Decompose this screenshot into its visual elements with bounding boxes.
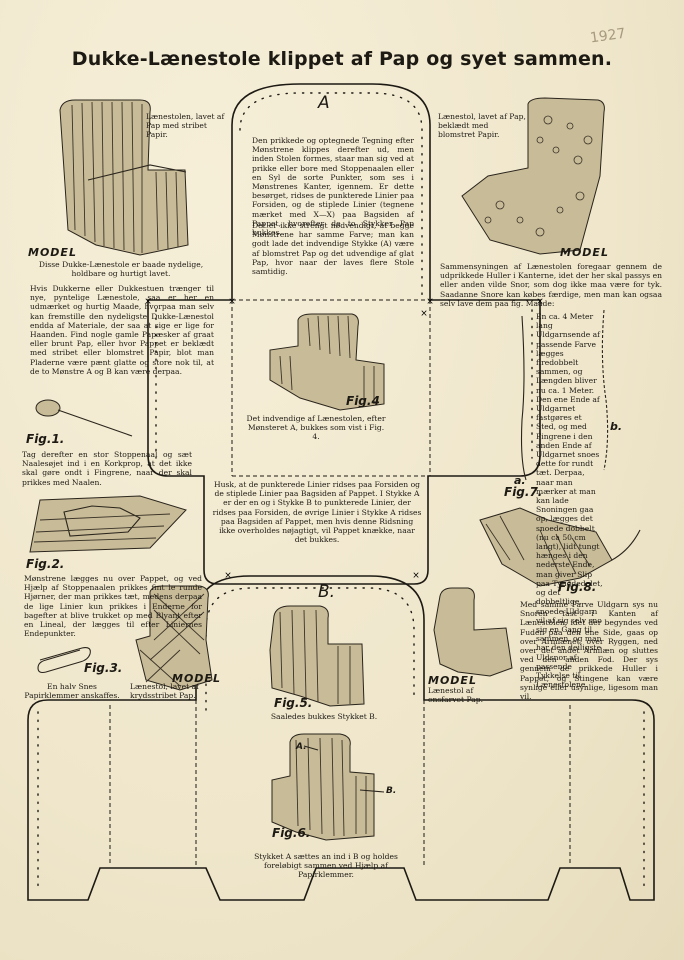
fig6-chair-illustration: [271, 733, 385, 841]
fig4-chair-illustration: [269, 313, 385, 411]
pattern-a-label: A: [318, 93, 330, 113]
svg-text:×: ×: [536, 297, 544, 307]
right-column-text-3: Med samme Farve Uldgarn sys nu Snoren fa…: [520, 600, 658, 702]
chair-crossstriped-illustration: [135, 585, 213, 691]
caption-model-crossstriped: Lænestol, lavet af krydsstribet Pap.: [130, 682, 199, 701]
fig3-paperclip-illustration: [37, 647, 91, 674]
chair-flowered-illustration: [461, 97, 605, 255]
chair-striped-illustration: [59, 99, 189, 256]
fig6-label-a: A.: [296, 742, 307, 752]
fig5-label: Fig.5.: [274, 696, 313, 710]
svg-text:×: ×: [426, 297, 434, 307]
model-label-flowered: MODEL: [560, 246, 609, 259]
fig2-cardboard-illustration: [29, 495, 187, 553]
model-label-striped: MODEL: [28, 246, 77, 259]
fig8-label: Fig.8.: [558, 580, 597, 594]
caption-model-plain: Lænestol af ensfarvet Pap.: [428, 686, 484, 705]
fig7-label-a: a.: [514, 474, 526, 487]
model-label-plain: MODEL: [428, 674, 477, 687]
svg-text:×: ×: [144, 297, 152, 307]
fig2-label: Fig.2.: [26, 557, 65, 571]
pattern-b-label: B.: [318, 582, 336, 602]
fig7-label-b: b.: [610, 420, 623, 433]
right-column-text-1: Sammensyningen af Lænestolen foregaar ge…: [440, 262, 662, 308]
fig6-label-b: B.: [386, 786, 397, 796]
pattern-b-outline: [27, 575, 655, 901]
caption-fig6: Stykket A sættes an ind i B og holdes fo…: [254, 852, 398, 880]
left-column-text-1: Hvis Dukkerne eller Dukkestuen trænger t…: [30, 284, 214, 376]
left-column-text-3: Mønstrene lægges nu over Pappet, og ved …: [24, 574, 202, 639]
fig4-label: Fig.4: [346, 394, 380, 408]
pattern-a-instructions: Den prikkede og optegnede Tegning efter …: [252, 136, 415, 238]
svg-text:×: ×: [412, 571, 420, 581]
left-column-text-2: Tag derefter en stor Stoppenaal og sæt N…: [22, 450, 192, 487]
page-title: Dukke-Lænestole klippet af Pap og syet s…: [71, 48, 613, 70]
svg-text:×: ×: [420, 309, 428, 319]
svg-text:×: ×: [228, 297, 236, 307]
svg-text:×: ×: [224, 571, 232, 581]
pattern-a-instructions-2: Det er ikke strengt nødvendigt, at begge…: [252, 221, 414, 277]
right-column-text-2: En ca. 4 Meter lang Uldgarnsende af pass…: [536, 312, 603, 690]
fig7-label: Fig.7.: [504, 485, 543, 499]
fig1-needle-illustration: [35, 399, 133, 437]
fig6-label: Fig.6.: [272, 826, 311, 840]
caption-fig4: Det indvendige af Lænestolen, efter Møns…: [246, 414, 386, 442]
left-column-text-4: En halv Snes Papirklemmer anskaffes.: [24, 682, 120, 701]
fig8-chair-illustration: [479, 507, 641, 587]
chair-plain-illustration: [433, 587, 513, 677]
caption-fig5: Saaledes bukkes Stykket B.: [270, 712, 378, 721]
model-label-crossstriped: MODEL: [172, 672, 221, 685]
caption-model-striped: Lænestolen, lavet af Pap med stribet Pap…: [146, 112, 225, 140]
fig5-chair-illustration: [269, 605, 365, 707]
caption-model-flowered: Lænestol, lavet af Pap, beklædt med blom…: [438, 112, 526, 140]
fig1-label: Fig.1.: [26, 432, 65, 446]
fig3-label: Fig.3.: [84, 661, 123, 675]
intro-text: Disse Dukke-Lænestole er baade nydelige,…: [38, 260, 204, 279]
center-reminder-text: Husk, at de punkterede Linier ridses paa…: [212, 480, 422, 545]
fig7-cord-illustration: [520, 309, 609, 481]
